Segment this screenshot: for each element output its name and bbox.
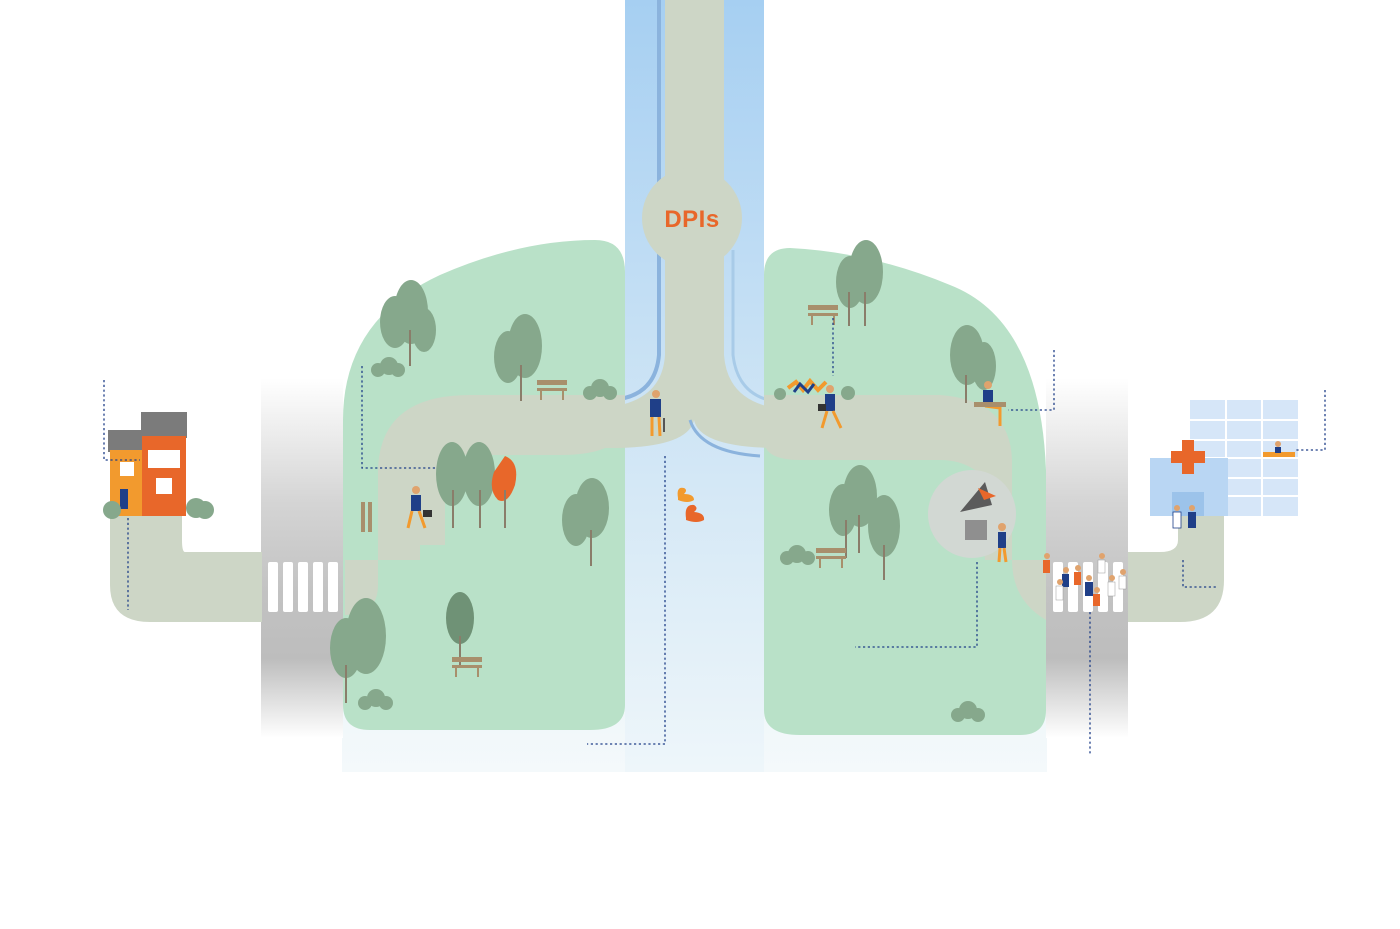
right-lung-paths (764, 395, 1046, 620)
sitting-person-icon (974, 381, 1006, 426)
tree-icon (330, 598, 386, 703)
hub-label: DPIs (664, 206, 719, 233)
road-right (1046, 378, 1128, 738)
swan-icon (677, 487, 705, 522)
doctor-icon (1172, 441, 1281, 529)
bench-icon (808, 305, 838, 325)
house-icon[interactable] (103, 412, 214, 519)
tree-icon (950, 325, 996, 403)
right-road-path (1128, 515, 1224, 622)
tree-icon (491, 456, 517, 528)
road-left (261, 378, 343, 738)
walking-person-icon (818, 385, 843, 429)
bush-icon (774, 386, 855, 400)
people (406, 377, 1281, 606)
bench-icon (452, 657, 482, 677)
leader-lines (103, 318, 1326, 755)
gate-icon (361, 502, 372, 532)
left-lung-paths (345, 395, 625, 615)
tree-icon (829, 465, 900, 580)
tree-icon (494, 314, 542, 401)
bush-icon (951, 701, 985, 722)
bikes-icon (786, 377, 828, 395)
hospital-icon[interactable] (1150, 400, 1298, 516)
tree-icon (562, 478, 609, 566)
trees (330, 240, 996, 703)
bush-icon (358, 689, 393, 710)
walking-person-icon (997, 523, 1008, 563)
walking-person-icon (406, 486, 432, 529)
walking-person-icon (650, 390, 665, 437)
bush-icon (583, 379, 617, 400)
bench-icon (537, 380, 567, 400)
dpis-hub[interactable]: DPIs (642, 168, 742, 268)
tree-icon (380, 280, 436, 366)
statue-icon[interactable] (928, 470, 1016, 558)
bush-icon (371, 357, 405, 377)
cross-icon (1171, 440, 1205, 474)
crowd-icon (1043, 553, 1127, 606)
bush-icon (780, 545, 815, 565)
bushes (358, 357, 985, 722)
tree-icon (446, 592, 474, 666)
benches (361, 305, 846, 677)
tree-icon (836, 240, 883, 326)
left-road-path (110, 510, 262, 622)
tree-icon (436, 442, 495, 528)
crosswalk-left (268, 562, 338, 612)
bench-icon (816, 548, 846, 568)
